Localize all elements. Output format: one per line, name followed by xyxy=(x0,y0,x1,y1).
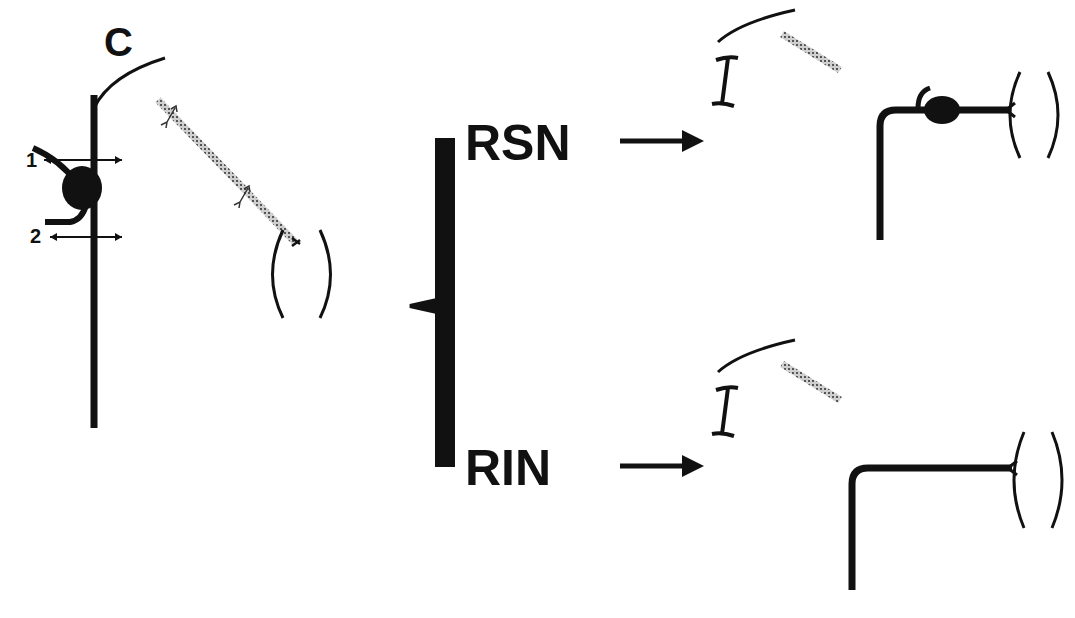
parenthesis xyxy=(1048,72,1058,158)
callout-number: 1 xyxy=(26,150,37,170)
arrow-2 xyxy=(50,236,122,238)
branch-label: RIN xyxy=(465,443,551,493)
parenthesis xyxy=(1014,432,1024,528)
parenthesis xyxy=(1010,72,1020,158)
surface-arc xyxy=(94,58,165,108)
neuron-process xyxy=(880,110,1010,240)
radial-glia-fiber xyxy=(782,34,840,70)
parenthesis xyxy=(1052,432,1062,528)
arrow xyxy=(620,464,688,469)
retracted-glia xyxy=(712,387,738,436)
radial-glia-fiber xyxy=(782,364,840,400)
soma xyxy=(62,166,102,210)
leading-process xyxy=(91,95,98,428)
arrow-1 xyxy=(44,159,122,161)
retracted-glia xyxy=(712,57,738,106)
callout-number: 2 xyxy=(30,226,41,246)
parenthesis xyxy=(273,230,284,318)
soma xyxy=(924,96,960,124)
radial-glia-fiber xyxy=(158,100,295,242)
arrow xyxy=(620,139,688,144)
neuron-process xyxy=(852,468,1012,590)
cell-label: C xyxy=(104,22,133,62)
parenthesis xyxy=(320,230,331,318)
branch-label: RSN xyxy=(465,118,571,168)
bracket xyxy=(410,140,455,465)
